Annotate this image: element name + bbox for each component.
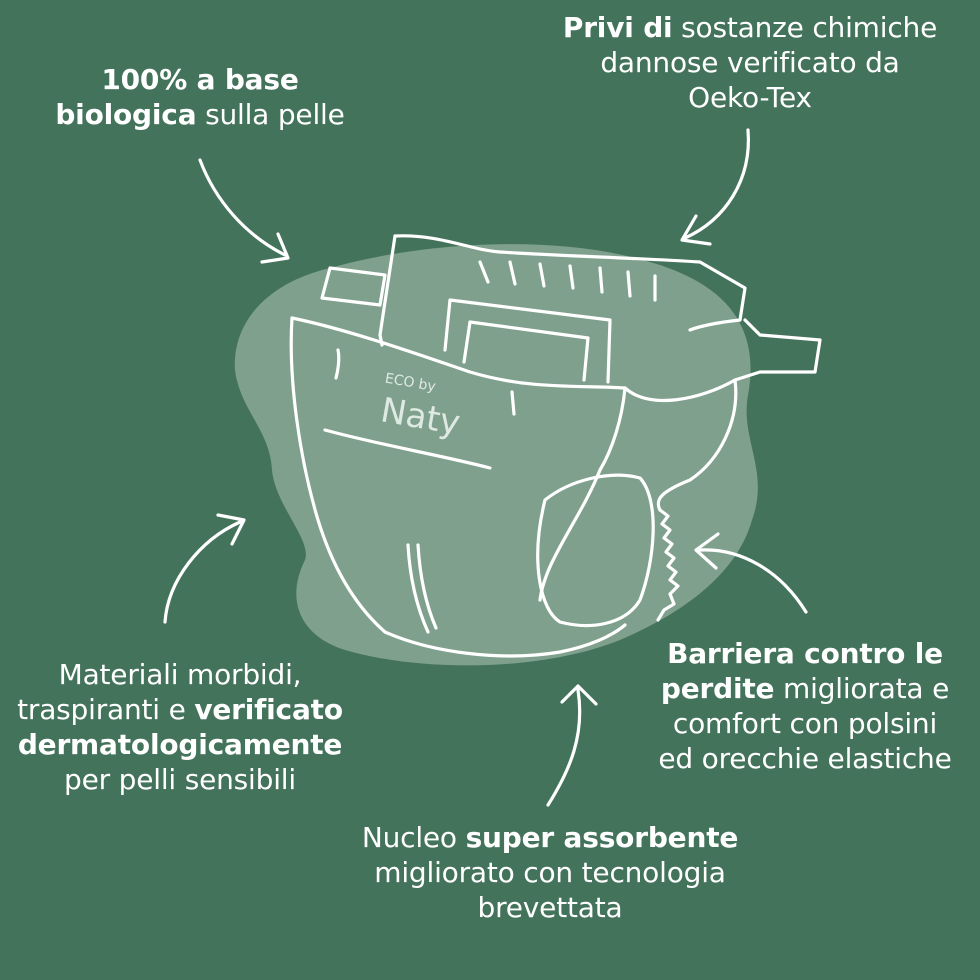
callout-core-l1-rest: Nucleo [361, 821, 466, 854]
diaper-leg-cuff [536, 473, 655, 628]
diaper-back-waistband [393, 234, 747, 332]
diaper-center-fold [406, 543, 438, 634]
arrow-core-head [560, 684, 598, 706]
arrow-organic-head [260, 232, 290, 264]
callout-barrier-l4: ed orecchie elastiche [658, 742, 952, 775]
arrow-barrier [698, 548, 808, 614]
arrow-soft-head [216, 513, 246, 546]
diaper-back-gathers [478, 260, 657, 302]
diaper-front-panel [290, 316, 627, 602]
arrow-core [546, 688, 582, 807]
callout-barrier-l2-bold: perdite [660, 672, 775, 705]
background-blob [234, 244, 758, 666]
diaper-left-tab [320, 266, 387, 307]
callout-soft-l2-rest: traspiranti e [17, 693, 195, 726]
diaper-front-bottom [323, 428, 492, 470]
diaper-leg-opening [623, 378, 738, 512]
callout-core: Nucleo super assorbente migliorato con t… [330, 820, 770, 925]
callout-soft-l2-bold: verificato [194, 693, 343, 726]
callout-organic-l2-rest: sulla pelle [196, 98, 345, 131]
arrow-chemicals [683, 128, 750, 240]
callout-chemicals-l1-rest: sostanze chimiche [672, 11, 938, 44]
arrow-barrier-head [694, 532, 720, 570]
callout-barrier-l2-rest: migliorata e [774, 672, 950, 705]
diaper-right-tab [733, 318, 822, 382]
diaper-mark [510, 390, 516, 416]
callout-soft-l3-bold: dermatologicamente [17, 728, 343, 761]
callout-chemicals-l3: Oeko-Tex [688, 81, 812, 114]
callout-barrier-l3: comfort con polsini [672, 707, 938, 740]
arrow-chemicals-head [680, 214, 712, 246]
diaper-inner-pad [443, 298, 612, 384]
callout-organic-l2-bold: biologica [55, 98, 197, 131]
diaper-inner-pad-2 [462, 320, 590, 382]
diaper-front-left-side [289, 316, 387, 634]
callout-core-l1-bold: super assorbente [465, 821, 739, 854]
diaper-crease [334, 348, 341, 380]
callout-soft-l4: per pelli sensibili [64, 763, 296, 796]
arrow-organic [198, 158, 287, 257]
callout-barrier-l1-bold: Barriera contro le [667, 637, 943, 670]
callout-chemicals-l2: dannose verificato da [600, 46, 900, 79]
callout-organic: 100% a base biologica sulla pelle [40, 62, 360, 132]
diaper-bottom-curve [383, 623, 627, 658]
callout-barrier: Barriera contro le perdite migliorata e … [630, 636, 980, 776]
callout-core-l3: brevettata [477, 891, 623, 924]
callout-soft: Materiali morbidi, traspiranti e verific… [10, 657, 350, 797]
diaper-leg-ruffle [656, 508, 680, 622]
callout-organic-l1-bold: 100% a base [101, 63, 299, 96]
callout-chemicals: Privi di sostanze chimiche dannose verif… [560, 10, 940, 115]
callout-core-l2: migliorato con tecnologia [374, 856, 726, 889]
callout-chemicals-l1-bold: Privi di [562, 11, 673, 44]
arrow-soft [163, 520, 242, 624]
callout-soft-l1: Materiali morbidi, [58, 658, 302, 691]
